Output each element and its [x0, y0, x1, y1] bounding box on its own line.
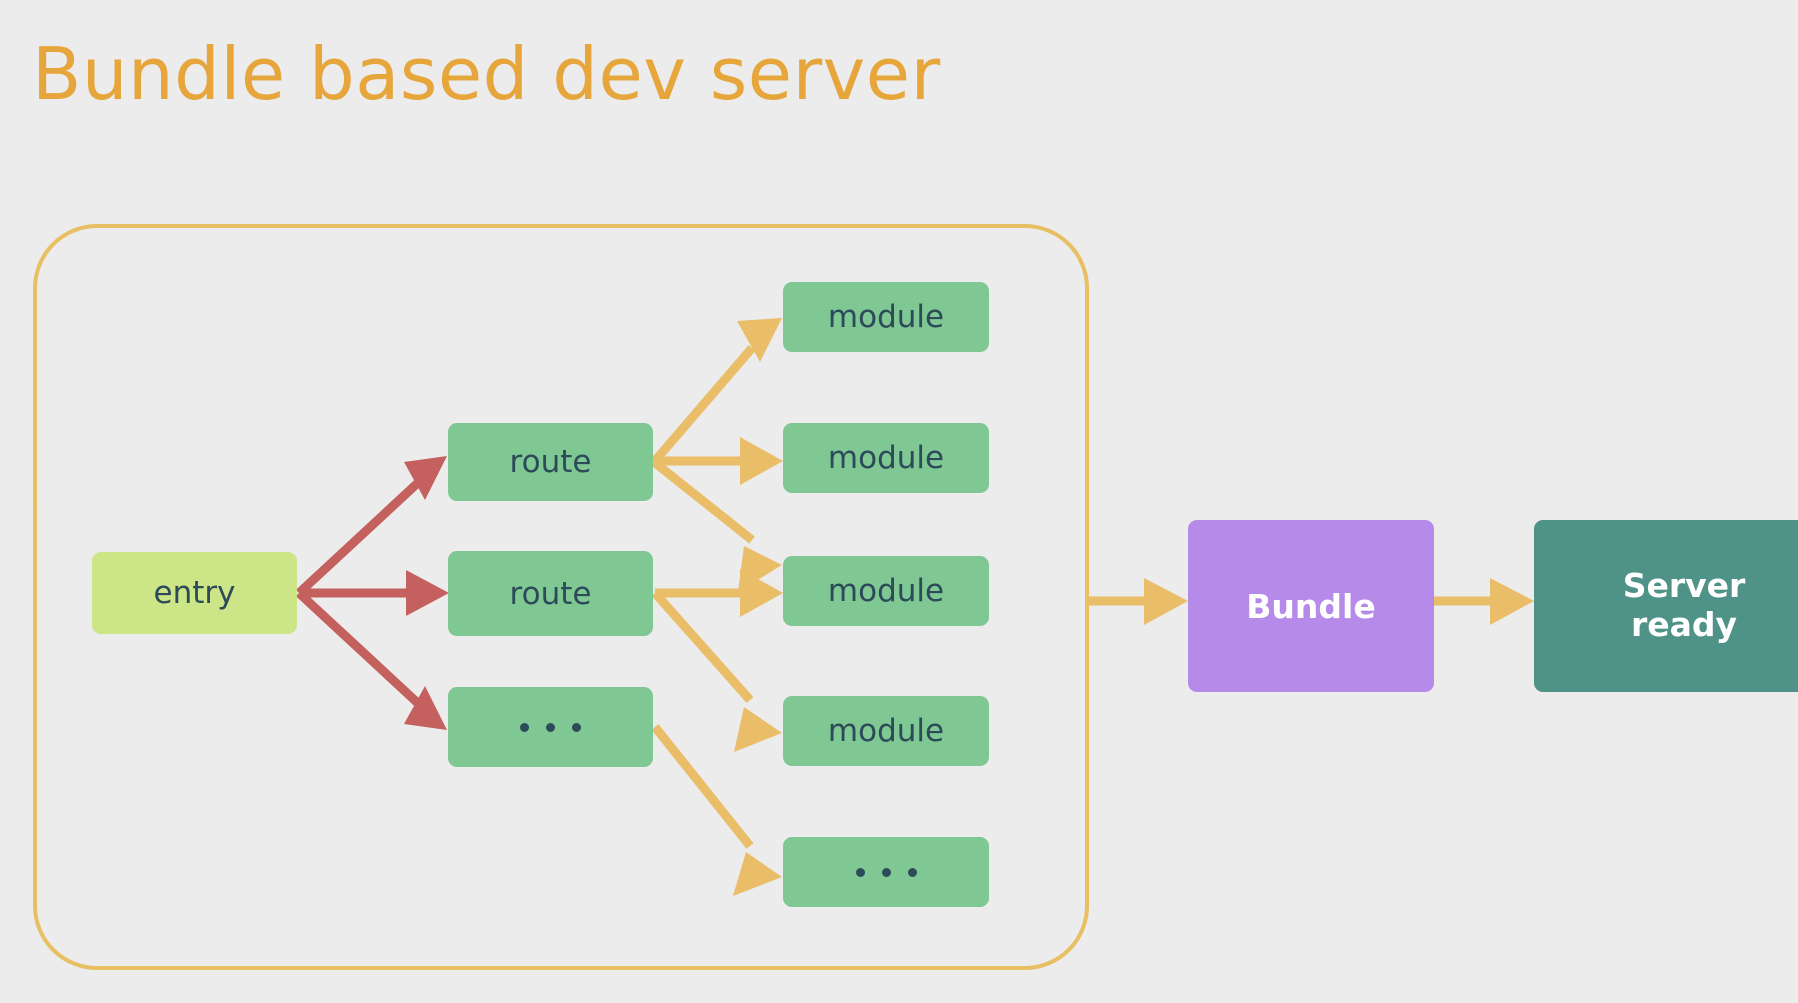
node-server-ready-line2: ready: [1630, 605, 1738, 644]
edge-container-to-bundle: [1088, 578, 1188, 625]
node-bundle-label: Bundle: [1246, 586, 1376, 626]
node-route-3-ellipsis[interactable]: [448, 687, 653, 767]
node-module-5-ellipsis[interactable]: [783, 837, 989, 907]
node-route-2[interactable]: route: [448, 551, 653, 636]
edge-entry-to-route-1: [295, 456, 447, 597]
node-bundle[interactable]: Bundle: [1188, 520, 1434, 692]
page-title: Bundle based dev server: [32, 32, 941, 116]
node-route-1-label: route: [509, 444, 592, 480]
graph-container-outline: [33, 224, 1089, 970]
ellipsis-dots-route-3: [520, 722, 581, 732]
node-module-2-label: module: [827, 440, 945, 476]
edge-entry-to-route-2: [299, 570, 449, 616]
edge-route-3-to-module-5: [651, 724, 782, 896]
node-route-2-label: route: [509, 575, 592, 612]
node-server-ready[interactable]: Server ready: [1534, 520, 1798, 692]
edge-route-1-to-module-2: [654, 437, 783, 485]
ellipsis-dots-module-5: [855, 867, 917, 877]
node-server-ready-label: Server ready: [1622, 566, 1746, 645]
node-module-1[interactable]: module: [783, 282, 989, 352]
edge-route-2-to-module-4: [651, 590, 782, 752]
node-module-3[interactable]: module: [783, 556, 989, 626]
node-module-2[interactable]: module: [783, 423, 989, 493]
node-module-4[interactable]: module: [783, 696, 989, 766]
node-module-4-label: module: [827, 713, 945, 749]
edge-entry-to-route-3: [295, 589, 447, 730]
node-route-1[interactable]: route: [448, 423, 653, 501]
edge-route-1-to-module-3: [651, 458, 782, 592]
node-entry[interactable]: entry: [92, 552, 297, 634]
node-entry-label: entry: [153, 575, 236, 611]
node-module-1-label: module: [827, 299, 945, 335]
edge-bundle-to-server: [1434, 578, 1534, 625]
node-server-ready-line1: Server: [1622, 566, 1746, 606]
node-module-3-label: module: [827, 573, 945, 609]
edge-route-1-to-module-1: [650, 318, 782, 465]
edge-route-2-to-module-3: [655, 569, 783, 617]
